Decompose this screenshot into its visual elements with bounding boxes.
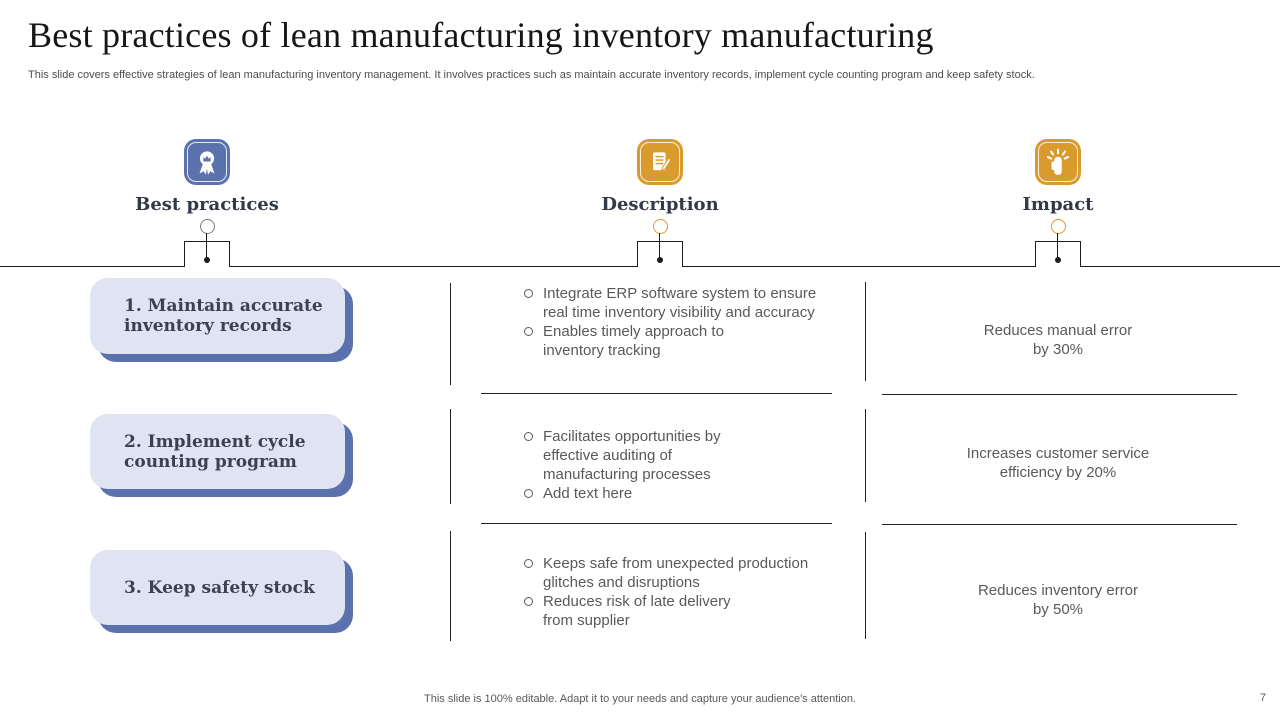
connector-circle <box>200 219 215 234</box>
row-divider <box>882 524 1237 525</box>
bullet-text: Enables timely approach to inventory tra… <box>543 323 724 359</box>
bullet-text: Keeps safe from unexpected production gl… <box>543 555 809 591</box>
impact-cell: Reduces manual error by 30% <box>983 322 1133 358</box>
column-divider <box>865 409 866 502</box>
page-title: Best practices of lean manufacturing inv… <box>28 15 934 55</box>
column-header-best-practices: Best practices <box>135 194 279 215</box>
bullet-text: Add text here <box>543 485 633 502</box>
connector-bracket <box>184 241 230 267</box>
list-item: Keeps safe from unexpected production gl… <box>524 554 854 592</box>
column-header-description: Description <box>601 194 719 215</box>
footer-note: This slide is 100% editable. Adapt it to… <box>424 693 856 705</box>
list-item: Add text here <box>524 484 854 503</box>
practice-box: 2. Implement cycle counting program <box>90 414 345 489</box>
connector-stem <box>1057 233 1058 260</box>
bullet-text: Integrate ERP software system to ensure … <box>543 285 817 321</box>
bullet-marker <box>524 597 533 606</box>
column-divider <box>865 282 866 381</box>
column-divider <box>865 532 866 639</box>
list-item: Enables timely approach to inventory tra… <box>524 322 854 360</box>
award-ribbon-icon <box>184 139 230 185</box>
connector-stem <box>206 233 207 260</box>
impact-cell: Increases customer service efficiency by… <box>966 445 1150 481</box>
practice-box: 1. Maintain accurate inventory records <box>90 278 345 354</box>
column-divider <box>450 531 451 641</box>
row-divider <box>481 393 832 394</box>
connector-dot <box>657 257 663 263</box>
connector-circle <box>653 219 668 234</box>
practice-label: 1. Maintain accurate inventory records <box>124 296 323 336</box>
bullet-marker <box>524 289 533 298</box>
list-item: Reduces risk of late delivery from suppl… <box>524 592 854 630</box>
bullet-marker <box>524 489 533 498</box>
bullet-marker <box>524 559 533 568</box>
column-header-impact: Impact <box>1022 194 1094 215</box>
connector-bracket <box>1035 241 1081 267</box>
fist-impact-icon <box>1046 148 1070 175</box>
document-pencil-icon <box>637 139 683 185</box>
connector-bracket <box>637 241 683 267</box>
award-ribbon-icon <box>199 151 215 175</box>
list-item: Integrate ERP software system to ensure … <box>524 284 854 322</box>
connector-circle <box>1051 219 1066 234</box>
fist-impact-icon <box>1035 139 1081 185</box>
practice-label: 2. Implement cycle counting program <box>124 431 306 472</box>
column-divider <box>450 409 451 504</box>
practice-box: 3. Keep safety stock <box>90 550 345 625</box>
column-divider <box>450 283 451 385</box>
connector-dot <box>1055 257 1061 263</box>
page-subtitle: This slide covers effective strategies o… <box>28 69 1035 81</box>
connector-stem <box>659 233 660 260</box>
row-divider <box>481 523 832 524</box>
practice-label: 3. Keep safety stock <box>124 577 315 598</box>
bullet-marker <box>524 327 533 336</box>
document-pencil-icon <box>653 152 672 172</box>
connector-dot <box>204 257 210 263</box>
bullet-marker <box>524 432 533 441</box>
bullet-text: Facilitates opportunities by effective a… <box>543 428 721 483</box>
description-cell: Facilitates opportunities by effective a… <box>524 427 854 503</box>
page-number: 7 <box>1259 692 1266 704</box>
description-cell: Integrate ERP software system to ensure … <box>524 284 854 360</box>
impact-cell: Reduces inventory error by 50% <box>977 582 1139 618</box>
description-cell: Keeps safe from unexpected production gl… <box>524 554 854 630</box>
list-item: Facilitates opportunities by effective a… <box>524 427 854 484</box>
bullet-text: Reduces risk of late delivery from suppl… <box>543 593 731 629</box>
row-divider <box>882 394 1237 395</box>
